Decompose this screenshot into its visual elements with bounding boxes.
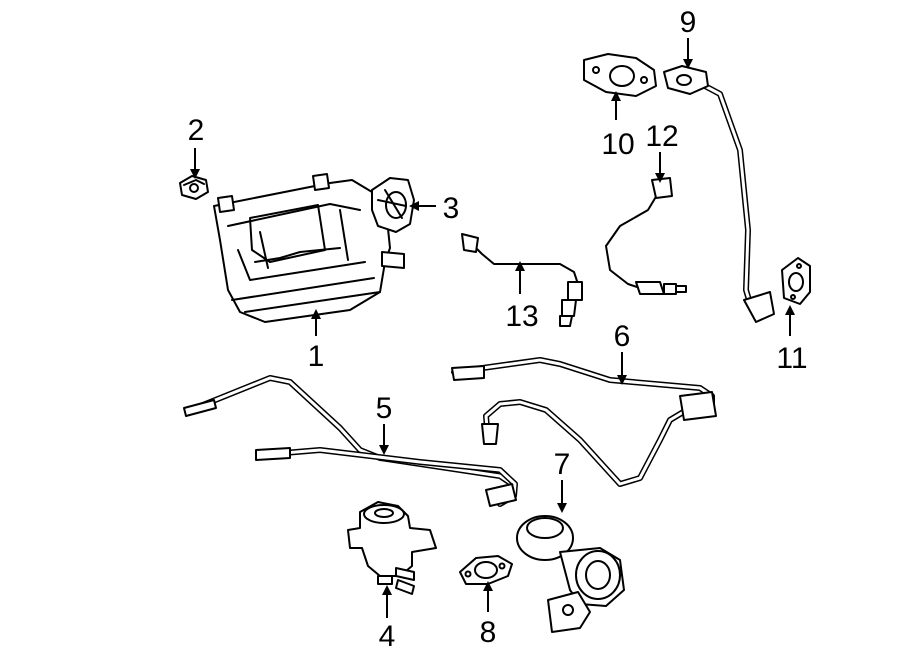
- part-8-gasket[interactable]: [459, 555, 513, 585]
- part-1-housing[interactable]: [213, 173, 405, 323]
- callout-5: 5: [376, 392, 393, 425]
- part-13-sensor[interactable]: [461, 233, 583, 327]
- part-5-tube[interactable]: [183, 375, 518, 507]
- callout-9: 9: [680, 6, 697, 39]
- part-10-gasket[interactable]: [583, 53, 657, 97]
- part-12-sensor[interactable]: [605, 177, 687, 295]
- callout-1: 1: [308, 340, 325, 373]
- callout-12: 12: [645, 120, 678, 153]
- part-7-egr-valve[interactable]: [516, 515, 625, 633]
- part-6-tube[interactable]: [451, 357, 717, 487]
- callout-7: 7: [554, 448, 571, 481]
- callout-3: 3: [443, 192, 460, 225]
- part-11-gasket[interactable]: [781, 257, 811, 305]
- callout-10: 10: [601, 128, 634, 161]
- callout-6: 6: [614, 320, 631, 353]
- part-2-nut[interactable]: [179, 175, 209, 200]
- part-9-pipe[interactable]: [663, 65, 775, 323]
- callout-8: 8: [480, 616, 497, 649]
- part-4-solenoid[interactable]: [347, 501, 437, 595]
- callout-11: 11: [776, 342, 807, 375]
- part-3-valve[interactable]: [371, 177, 415, 233]
- callout-4: 4: [379, 620, 396, 653]
- callout-2: 2: [188, 114, 205, 147]
- callout-13: 13: [505, 300, 538, 333]
